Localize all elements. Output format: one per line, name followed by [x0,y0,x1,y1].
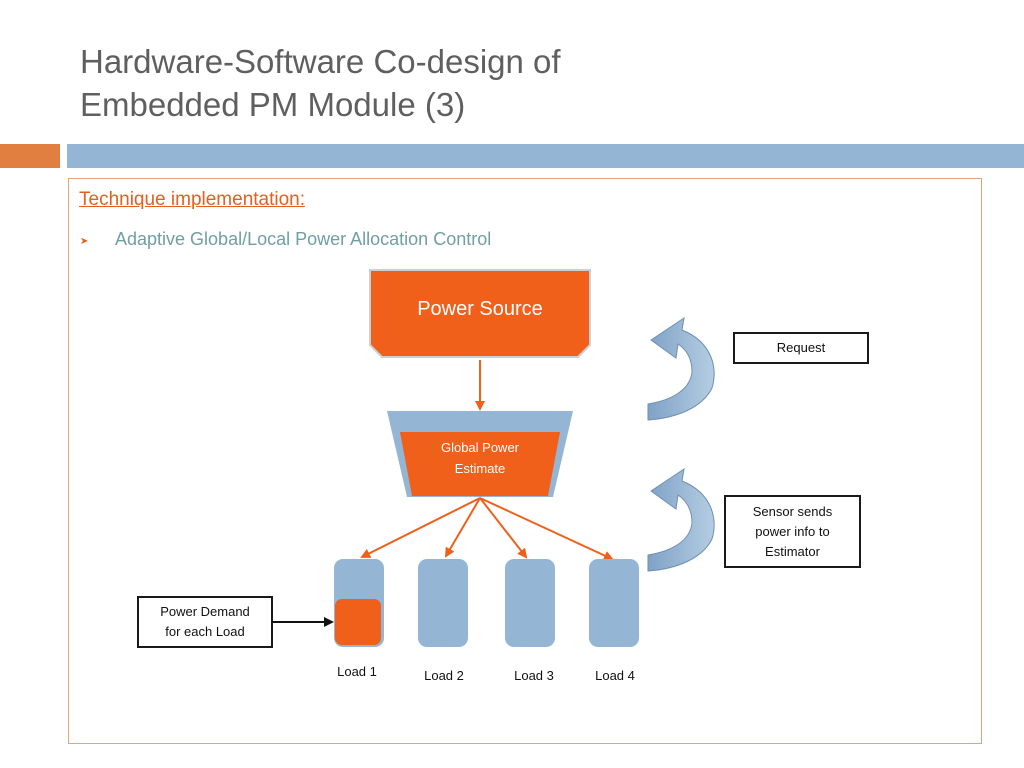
title-line-1: Hardware-Software Co-design of [80,43,561,80]
global-estimate-line-2: Estimate [454,461,506,476]
global-estimate-label: Global Power Estimate [410,437,550,479]
demand-line-1: Power Demand [160,604,250,619]
bullet-item: Adaptive Global/Local Power Allocation C… [115,229,492,249]
power-source-label: Power Source [417,298,543,320]
arrow-to-load-2 [444,497,481,558]
arrow-to-load-1 [360,497,481,558]
request-box: Request [733,332,869,364]
load-3-label: Load 3 [514,668,554,683]
header-accent-orange [0,144,60,168]
load-3-block [505,559,555,647]
load-1-label: Load 1 [337,664,377,679]
sensor-line-3: Estimator [765,543,820,559]
title-line-2: Embedded PM Module (3) [80,86,466,123]
arrow-to-load-3 [479,497,528,559]
load-2-block [418,559,468,647]
global-estimate-line-1: Global Power [440,440,520,455]
demand-line-2: for each Load [165,624,245,639]
request-curved-arrow-icon [647,316,715,421]
load-2-label: Load 2 [424,668,464,683]
power-source-node [369,269,591,358]
load-4-label: Load 4 [595,668,635,683]
slide-title: Hardware-Software Co-design of Embedded … [80,40,561,126]
load-4-block [589,559,639,647]
sensor-box: Sensor sends power info to Estimator [724,495,861,568]
header-accent-blue [67,144,1024,168]
sensor-line-2: power info to [755,523,830,539]
load-1-demand-block [335,599,381,645]
bullet-arrow-icon: ➤ [80,236,89,247]
content-frame [68,178,982,744]
sensor-line-1: Sensor sends [752,503,833,519]
power-demand-box: Power Demand for each Load [137,596,273,648]
request-label: Request [776,340,826,355]
arrow-to-load-4 [479,497,614,561]
section-heading: Technique implementation: [79,189,306,210]
sensor-curved-arrow-icon [647,467,715,572]
global-estimate-node [400,432,560,496]
